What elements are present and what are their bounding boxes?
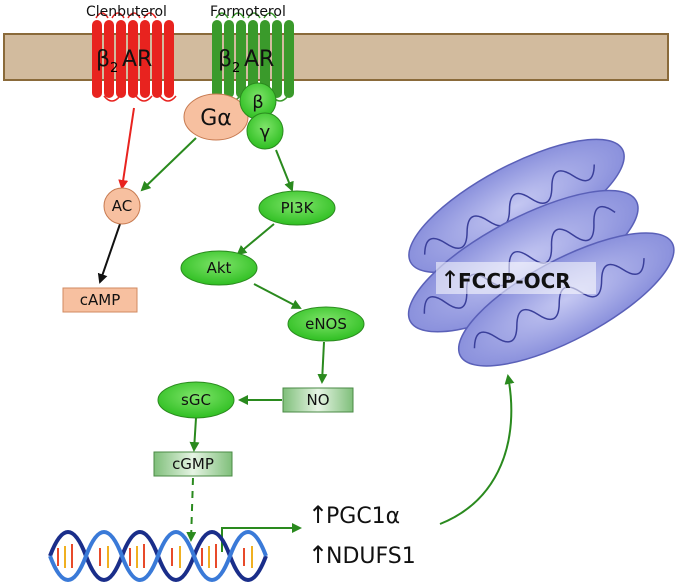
arrow-dna-to-genes [221,523,302,552]
arrow-gamma-to-pi3k [275,149,294,192]
enos-node [287,306,365,342]
pgc1a-label: PGC1α [326,504,400,529]
enos-label: eNOS [305,315,347,333]
arrow-sgc-to-cgmp [189,417,200,452]
mitochondria-cluster: ↑ FCCP-OCR [407,138,675,367]
no-box [282,387,354,413]
fccp-ocr-label: FCCP-OCR [458,269,571,293]
no-label: NO [306,391,329,409]
fccp-up-arrow: ↑ [440,266,460,294]
dna-helix [48,530,268,582]
receptor-left-name: AR [122,47,152,72]
arrow-cgmp-to-dna [186,477,197,542]
cgmp-box [153,451,233,477]
g-alpha-node [183,93,249,141]
ndufs1-label: NDUFS1 [326,544,416,569]
cgmp-label: cGMP [172,455,214,473]
camp-box [62,287,138,313]
g-protein: Gα β γ [183,82,284,150]
pgc1a-up-arrow: ↑ [308,501,328,529]
akt-node [180,250,258,286]
ac-node [103,187,141,225]
beta2ar-receptor-right: β 2 AR [212,12,294,102]
receptor-right-name: AR [244,47,274,72]
beta2ar-receptor-left: β 2 AR [92,12,177,102]
arrow-ac-to-camp [97,223,121,284]
receptor-left-sub: 2 [110,61,118,76]
ligand-clenbuterol: Clenbuterol [86,4,167,20]
sgc-label: sGC [181,391,211,409]
akt-label: Akt [207,259,232,277]
g-alpha-label: Gα [200,106,232,131]
receptor-right-sub: 2 [232,61,240,76]
arrow-akt-to-enos [253,283,302,309]
cell-membrane [3,33,669,81]
receptor-left-beta: β [96,47,110,72]
camp-label: cAMP [80,291,121,309]
g-gamma-label: γ [260,122,271,143]
receptor-right-beta: β [218,47,232,72]
sgc-node [157,381,235,419]
arrow-clenbuterol-to-ac [118,107,135,190]
arrow-galpha-to-ac [140,137,197,192]
arrow-genes-to-mitochondria [439,374,515,525]
arrow-enos-to-no [317,341,328,384]
pi3k-node [258,190,336,226]
g-beta-label: β [252,92,264,113]
pi3k-label: PI3K [281,199,315,217]
ligand-formoterol: Formoterol [210,4,286,20]
arrow-pi3k-to-akt [236,223,275,256]
ndufs1-up-arrow: ↑ [308,541,328,569]
g-gamma-node [246,112,284,150]
ac-label: AC [112,197,132,215]
